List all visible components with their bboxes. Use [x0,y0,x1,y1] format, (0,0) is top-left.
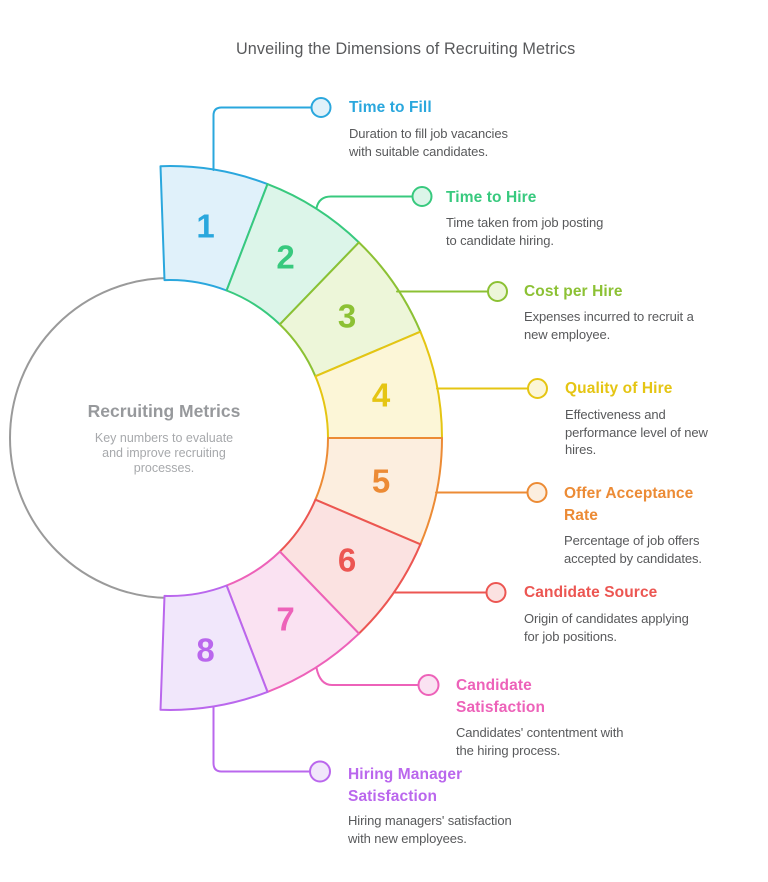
segment-number-4: 4 [372,377,391,414]
segment-number-2: 2 [276,239,294,276]
connector-dots [309,97,548,783]
connector-line-8 [212,705,311,773]
segment-7-description: Candidates' contentment with the hiring … [456,725,624,758]
fan-wedges [159,165,444,711]
connector-dot-1 [310,97,332,118]
segment-7-label: Candidate Satisfaction [456,677,546,716]
center-title: Recruiting Metrics [87,401,241,421]
connectors [212,106,529,773]
segment-1-label: Time to Fill [349,99,432,116]
connector-dot-6 [485,582,507,603]
segment-3-label: Cost per Hire [524,283,623,300]
connector-dot-7 [417,674,440,696]
connector-line-1 [212,106,313,171]
segment-5-label: Offer Acceptance Rate [564,485,694,524]
segment-number-1: 1 [196,208,214,245]
connector-line-2 [315,195,413,209]
connector-line-7 [315,667,419,686]
page-title: Unveiling the Dimensions of Recruiting M… [236,40,576,58]
segment-2-label: Time to Hire [446,189,537,206]
connector-dot-4 [527,378,548,399]
segment-number-7: 7 [276,601,294,638]
segment-4-description: Effectiveness and performance level of n… [565,407,708,457]
segment-number-8: 8 [196,632,214,669]
segment-5-description: Percentage of job offers accepted by can… [564,533,702,566]
connector-dot-8 [309,760,331,783]
segment-6-label: Candidate Source [524,584,658,601]
segment-3-description: Expenses incurred to recruit a new emplo… [524,309,694,342]
connector-dot-3 [487,281,508,302]
segment-wedge-8 [159,584,269,711]
segment-4-label: Quality of Hire [565,380,673,397]
segment-1-description: Duration to fill job vacancies with suit… [349,126,508,159]
segment-8-description: Hiring managers' satisfaction with new e… [348,813,512,846]
segment-2-description: Time taken from job posting to candidate… [446,215,604,248]
segment-numbers: 1 2 3 4 5 6 7 8 [196,208,391,669]
connector-dot-2 [411,186,433,207]
connector-dot-5 [526,482,548,503]
center-description: Key numbers to evaluate and improve recr… [94,431,234,475]
segment-8-label: Hiring Manager Satisfaction [348,766,463,805]
segment-6-description: Origin of candidates applying for job po… [524,611,689,644]
segment-number-6: 6 [338,542,356,579]
segment-number-3: 3 [338,298,356,335]
segment-number-5: 5 [372,463,390,500]
